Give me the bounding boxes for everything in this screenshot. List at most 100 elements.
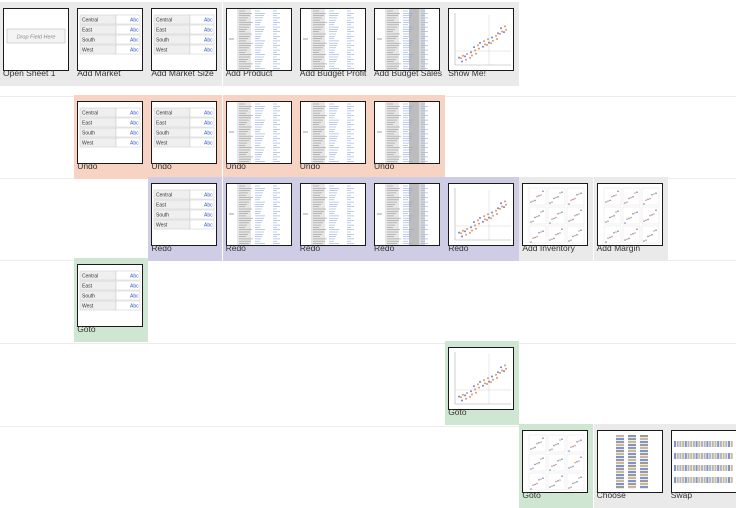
history-item[interactable]: Goto bbox=[445, 341, 520, 425]
svg-text:West: West bbox=[82, 141, 94, 147]
worksheet-thumbnail[interactable] bbox=[225, 8, 292, 71]
worksheet-thumbnail[interactable] bbox=[299, 183, 366, 246]
history-item-label: Redo bbox=[448, 243, 469, 253]
history-item[interactable]: Show Me! bbox=[445, 2, 520, 86]
history-item-label: Undo bbox=[299, 161, 321, 171]
svg-text:South: South bbox=[82, 294, 95, 300]
history-item[interactable]: Redo bbox=[445, 177, 520, 261]
svg-text:West: West bbox=[82, 48, 94, 54]
svg-text:Abc: Abc bbox=[130, 294, 139, 300]
svg-text:Abc: Abc bbox=[130, 304, 139, 310]
history-item-label: Undo bbox=[225, 161, 246, 171]
svg-text:East: East bbox=[82, 284, 93, 290]
worksheet-thumbnail[interactable] bbox=[448, 8, 515, 71]
svg-text:Central: Central bbox=[82, 111, 98, 117]
worksheet-thumbnail[interactable] bbox=[448, 183, 515, 246]
history-item-label: Goto bbox=[448, 407, 467, 417]
history-item[interactable]: Redo bbox=[371, 177, 445, 261]
svg-text:Central: Central bbox=[82, 274, 98, 280]
svg-text:West: West bbox=[156, 141, 168, 147]
history-item-label: Redo bbox=[374, 243, 395, 253]
worksheet-thumbnail[interactable] bbox=[225, 183, 292, 246]
worksheet-thumbnail[interactable] bbox=[596, 430, 663, 493]
history-item[interactable]: Choose bbox=[593, 424, 668, 508]
worksheet-thumbnail[interactable] bbox=[522, 430, 589, 493]
history-item-label: Goto bbox=[77, 324, 96, 334]
svg-text:Central: Central bbox=[82, 18, 98, 24]
worksheet-thumbnail[interactable] bbox=[225, 101, 292, 164]
worksheet-thumbnail[interactable] bbox=[596, 183, 663, 246]
history-item-label: Add Product bbox=[225, 68, 273, 78]
svg-text:East: East bbox=[156, 121, 167, 127]
history-item[interactable]: Undo bbox=[296, 95, 371, 179]
history-item[interactable]: Redo bbox=[296, 177, 371, 261]
history-item-label: Add Budget Sales bbox=[374, 68, 443, 78]
svg-text:West: West bbox=[156, 48, 168, 54]
history-item[interactable]: Undo bbox=[222, 95, 297, 179]
history-item-label: Show Me! bbox=[448, 68, 486, 78]
svg-text:Central: Central bbox=[156, 18, 172, 24]
svg-text:Abc: Abc bbox=[204, 121, 213, 127]
worksheet-thumbnail[interactable] bbox=[374, 183, 440, 246]
svg-text:Abc: Abc bbox=[204, 141, 213, 147]
svg-text:Abc: Abc bbox=[204, 131, 213, 137]
svg-text:Abc: Abc bbox=[204, 193, 213, 199]
svg-text:Abc: Abc bbox=[204, 28, 213, 34]
svg-text:Abc: Abc bbox=[130, 48, 139, 54]
svg-text:East: East bbox=[156, 203, 167, 209]
history-item[interactable]: Redo bbox=[222, 177, 297, 261]
history-item-label: Add Market bbox=[77, 68, 121, 78]
svg-text:South: South bbox=[156, 38, 169, 44]
history-item[interactable]: Swap bbox=[667, 424, 736, 508]
svg-text:East: East bbox=[82, 121, 93, 127]
history-item[interactable]: Add Budget Profit bbox=[296, 2, 371, 86]
svg-text:Abc: Abc bbox=[204, 213, 213, 219]
history-item-label: Redo bbox=[299, 243, 321, 253]
svg-text:South: South bbox=[156, 131, 169, 137]
worksheet-thumbnail[interactable] bbox=[522, 183, 589, 246]
worksheet-thumbnail[interactable] bbox=[374, 101, 440, 164]
history-item-label: Goto bbox=[522, 490, 541, 500]
history-item-label: Add Inventory bbox=[522, 243, 575, 253]
worksheet-thumbnail[interactable] bbox=[299, 8, 366, 71]
svg-text:Central: Central bbox=[156, 193, 172, 199]
history-item-label: Open Sheet 1 bbox=[3, 68, 56, 78]
svg-text:West: West bbox=[156, 223, 168, 229]
history-item[interactable]: Add Product bbox=[222, 2, 297, 86]
svg-text:South: South bbox=[156, 213, 169, 219]
history-item-label: Redo bbox=[225, 243, 246, 253]
svg-text:Abc: Abc bbox=[204, 203, 213, 209]
worksheet-thumbnail[interactable] bbox=[299, 101, 366, 164]
svg-text:West: West bbox=[82, 304, 94, 310]
history-item[interactable]: Add Margin bbox=[593, 177, 668, 261]
svg-text:Abc: Abc bbox=[130, 274, 139, 280]
history-item[interactable]: Undo bbox=[371, 95, 445, 179]
svg-text:South: South bbox=[82, 38, 95, 44]
svg-text:Abc: Abc bbox=[204, 18, 213, 24]
svg-text:Abc: Abc bbox=[130, 284, 139, 290]
worksheet-thumbnail[interactable] bbox=[670, 430, 736, 493]
history-item[interactable]: Goto bbox=[519, 424, 594, 508]
history-item[interactable]: Add Budget Sales bbox=[371, 2, 445, 86]
svg-text:Abc: Abc bbox=[130, 28, 139, 34]
worksheet-thumbnail[interactable]: Drop Field Here bbox=[3, 8, 69, 71]
worksheet-thumbnail[interactable] bbox=[448, 347, 515, 410]
history-item[interactable]: Add Inventory bbox=[519, 177, 594, 261]
svg-text:East: East bbox=[82, 28, 93, 34]
svg-text:South: South bbox=[82, 131, 95, 137]
worksheet-thumbnail[interactable] bbox=[374, 8, 440, 71]
svg-text:Abc: Abc bbox=[204, 38, 213, 44]
